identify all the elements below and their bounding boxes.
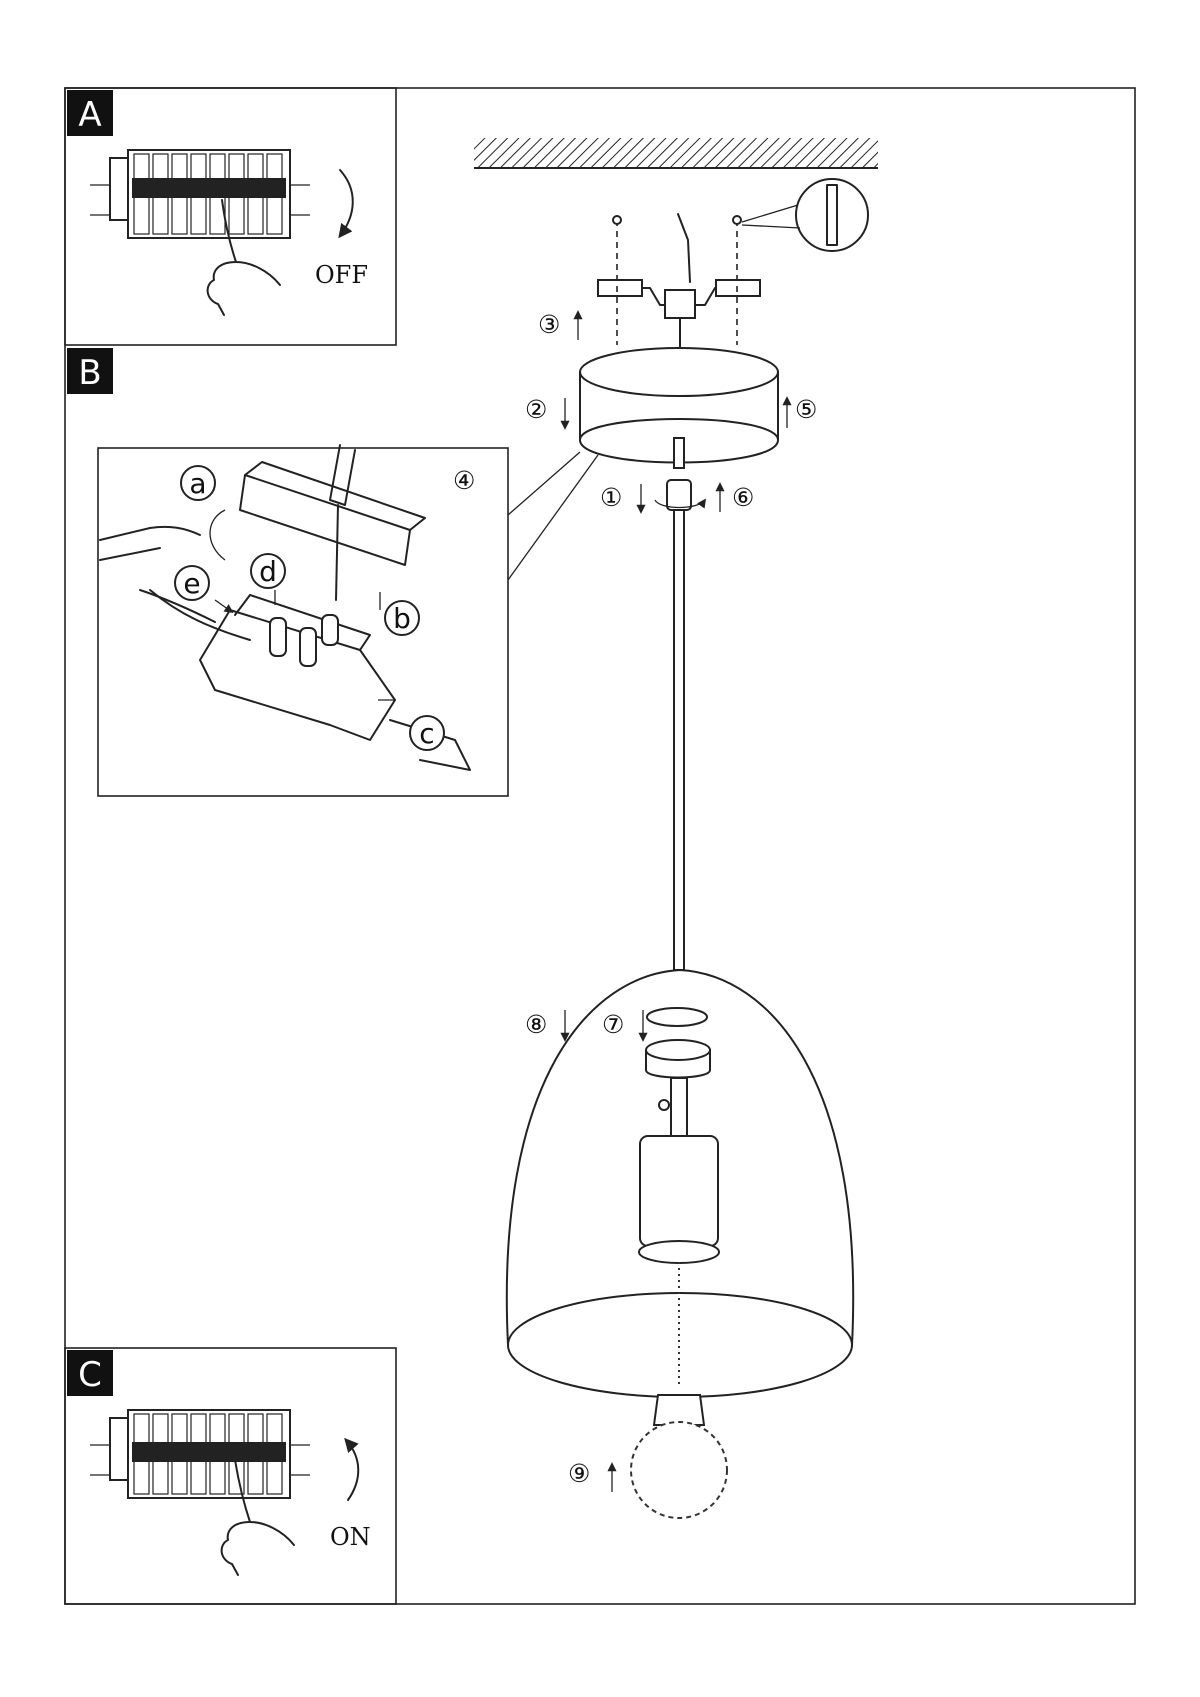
detail-label-a: a bbox=[180, 465, 216, 501]
suspension-rod bbox=[666, 437, 692, 971]
svg-text:b: b bbox=[393, 602, 411, 635]
breaker-module bbox=[247, 153, 264, 235]
wall-plug-zoom-icon bbox=[741, 178, 869, 252]
breaker-module bbox=[133, 1413, 150, 1495]
breaker-module bbox=[228, 1413, 245, 1495]
detail-arrows bbox=[209, 509, 395, 701]
svg-text:B: B bbox=[78, 353, 101, 393]
breaker-board-off bbox=[90, 149, 310, 239]
svg-text:c: c bbox=[419, 717, 434, 750]
svg-text:a: a bbox=[189, 467, 206, 500]
breaker-module bbox=[190, 1413, 207, 1495]
switch-off-text: OFF bbox=[315, 261, 368, 289]
terminal-block-detail bbox=[99, 444, 471, 771]
panel-a-badge: A bbox=[67, 90, 113, 136]
switch-on-text: ON bbox=[330, 1523, 371, 1551]
step-5-label: ⑤ bbox=[795, 395, 817, 424]
breaker-module bbox=[171, 153, 188, 235]
breaker-module bbox=[152, 153, 169, 235]
switch-on-arrow-icon bbox=[344, 1437, 360, 1501]
breaker-module bbox=[266, 153, 283, 235]
breaker-module bbox=[133, 153, 150, 235]
ceiling bbox=[474, 138, 878, 168]
step-3-label: ③ bbox=[538, 310, 560, 339]
detail-label-d: d bbox=[250, 553, 286, 589]
mounting-bracket bbox=[597, 279, 761, 349]
svg-text:d: d bbox=[259, 555, 277, 588]
light-bulb bbox=[630, 1394, 728, 1519]
detail-label-b: b bbox=[384, 600, 420, 636]
step-7-label: ⑦ bbox=[602, 1010, 624, 1039]
breaker-board-on bbox=[90, 1409, 310, 1499]
ceiling-canopy bbox=[579, 347, 779, 464]
breaker-module bbox=[190, 153, 207, 235]
fixing-ring bbox=[646, 1007, 708, 1027]
panel-c-frame bbox=[64, 1347, 397, 1605]
panel-c-badge: C bbox=[67, 1350, 113, 1396]
panel-a-frame bbox=[64, 87, 397, 346]
svg-text:C: C bbox=[78, 1355, 102, 1395]
breaker-module bbox=[209, 153, 226, 235]
rotate-arrow-icon bbox=[654, 498, 707, 509]
svg-text:A: A bbox=[78, 95, 101, 135]
switch-off-arrow-icon bbox=[338, 169, 354, 239]
lamp-holder bbox=[638, 1077, 720, 1264]
step-4-label: ④ bbox=[453, 466, 475, 495]
ceiling-wire bbox=[677, 213, 691, 283]
hand-icon bbox=[206, 199, 281, 316]
breaker-module bbox=[247, 1413, 264, 1495]
breaker-module bbox=[152, 1413, 169, 1495]
inset-leader-lines bbox=[507, 451, 599, 581]
pendant-shade bbox=[505, 969, 855, 1398]
breaker-module bbox=[171, 1413, 188, 1495]
step-2-label: ② bbox=[525, 395, 547, 424]
hand-icon bbox=[220, 1459, 295, 1576]
cup bbox=[645, 1039, 711, 1079]
detail-label-e: e bbox=[174, 565, 210, 601]
step-9-label: ⑨ bbox=[568, 1459, 590, 1488]
breaker-module bbox=[228, 153, 245, 235]
outer-frame bbox=[64, 87, 1136, 1605]
breaker-module bbox=[266, 1413, 283, 1495]
step-6-label: ⑥ bbox=[732, 483, 754, 512]
svg-text:e: e bbox=[183, 567, 200, 600]
breaker-module bbox=[209, 1413, 226, 1495]
step-8-label: ⑧ bbox=[525, 1010, 547, 1039]
panel-b-badge: B bbox=[67, 348, 113, 394]
detail-label-c: c bbox=[409, 715, 445, 751]
detail-inset-frame bbox=[97, 447, 509, 797]
step-1-label: ① bbox=[600, 483, 622, 512]
